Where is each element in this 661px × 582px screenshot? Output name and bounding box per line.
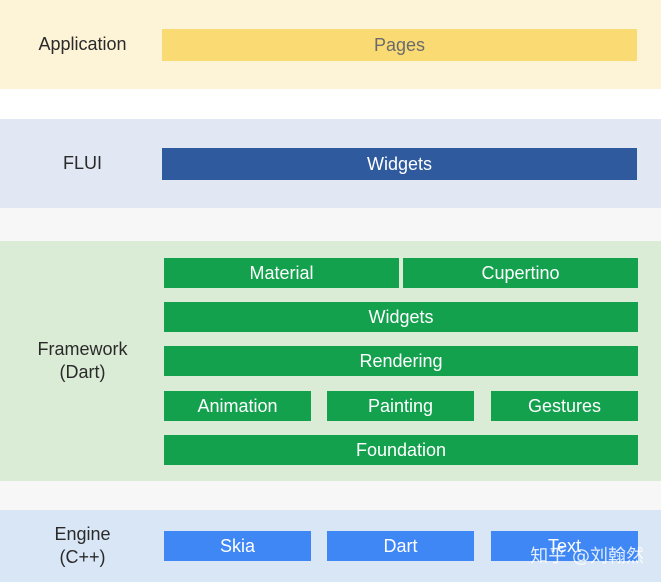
- framework-layer: Framework (Dart) Material Cupertino Widg…: [0, 241, 661, 481]
- flui-label: FLUI: [62, 153, 102, 173]
- framework-widgets-box: Widgets: [164, 302, 638, 332]
- gestures-box: Gestures: [491, 391, 638, 421]
- gap-2: [0, 208, 661, 241]
- text-box: Text: [491, 531, 638, 561]
- gap-1: [0, 89, 661, 119]
- cupertino-box: Cupertino: [403, 258, 638, 288]
- framework-label: Framework (Dart): [37, 339, 128, 382]
- foundation-box: Foundation: [164, 435, 638, 465]
- engine-label: Engine (C++): [54, 524, 111, 567]
- dart-box: Dart: [327, 531, 474, 561]
- rendering-box: Rendering: [164, 346, 638, 376]
- gap-3: [0, 481, 661, 510]
- skia-box: Skia: [164, 531, 311, 561]
- application-label: Application: [38, 34, 127, 54]
- flui-widgets-box: Widgets: [162, 148, 637, 180]
- pages-box: Pages: [162, 29, 637, 61]
- animation-box: Animation: [164, 391, 311, 421]
- material-box: Material: [164, 258, 399, 288]
- application-layer: Application Pages: [0, 0, 661, 89]
- flui-layer: FLUI Widgets: [0, 119, 661, 208]
- painting-box: Painting: [327, 391, 474, 421]
- engine-layer: Engine (C++) Skia Dart Text: [0, 510, 661, 582]
- watermark: 知乎 @刘翰然: [530, 546, 644, 567]
